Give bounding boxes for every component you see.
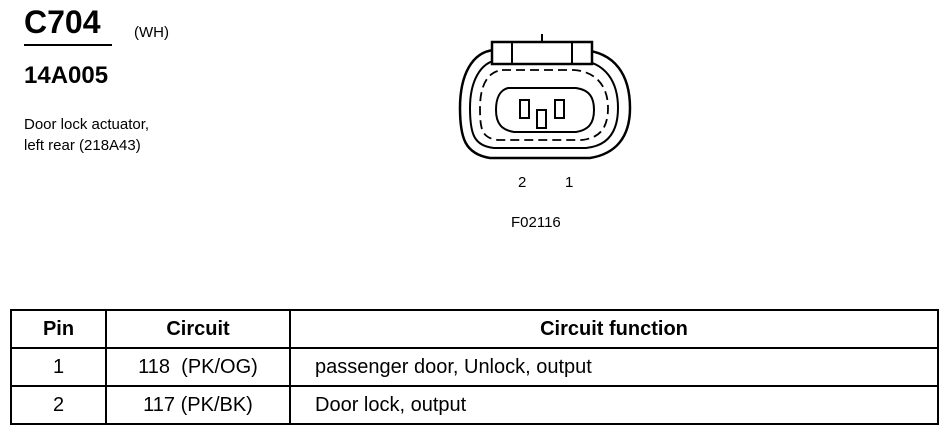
color-code: (WH) — [134, 24, 169, 41]
table-row: 2 117 (PK/BK) Door lock, output — [10, 385, 939, 425]
cell-pin: 1 — [10, 347, 107, 387]
part-number: 14A005 — [24, 62, 109, 89]
header-circuit: Circuit — [105, 309, 291, 349]
pin-label-1: 1 — [565, 174, 574, 191]
description-line-2: left rear (218A43) — [24, 137, 141, 154]
cell-circuit: 117 (PK/BK) — [105, 385, 291, 425]
connector-latch — [490, 40, 594, 66]
cell-function: passenger door, Unlock, output — [289, 347, 939, 387]
description-line-1: Door lock actuator, — [24, 116, 150, 133]
terminal-cavity-outline — [494, 87, 596, 133]
cell-function: Door lock, output — [289, 385, 939, 425]
connector-description: Door lock actuator, left rear (218A43) — [24, 114, 149, 156]
cell-pin: 2 — [10, 385, 107, 425]
connector-outer-shell — [458, 48, 632, 160]
table-row: 1 118 (PK/OG) passenger door, Unlock, ou… — [10, 347, 939, 387]
header-pin: Pin — [10, 309, 107, 349]
connector-face-diagram — [458, 34, 632, 160]
pin-label-2: 2 — [518, 174, 527, 191]
figure-code: F02116 — [511, 214, 561, 231]
terminal-pin-1 — [554, 99, 565, 119]
table-header-row: Pin Circuit Circuit function — [10, 309, 939, 349]
connector-id-underline — [24, 44, 112, 46]
pin-table: Pin Circuit Circuit function 1 118 (PK/O… — [10, 309, 939, 425]
cell-circuit: 118 (PK/OG) — [105, 347, 291, 387]
header-function: Circuit function — [289, 309, 939, 349]
connector-inner-shell — [468, 59, 620, 149]
connector-id: C704 — [24, 4, 101, 40]
terminal-pin-2 — [519, 99, 530, 119]
connector-seal-outline — [479, 69, 609, 141]
terminal-center — [536, 109, 547, 129]
